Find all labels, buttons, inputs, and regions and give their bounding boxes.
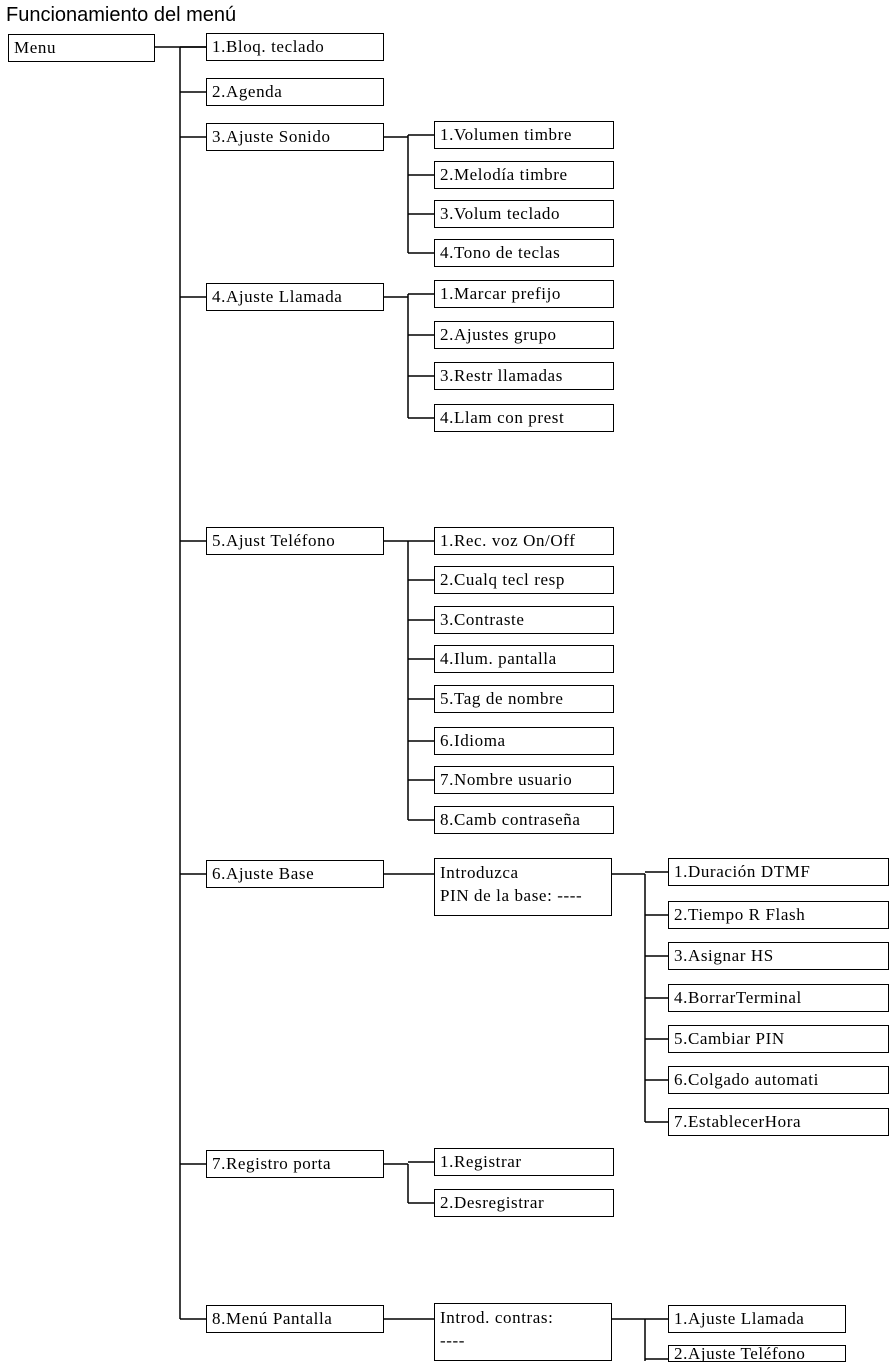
base-submenu-item: 2.Tiempo R Flash bbox=[668, 901, 889, 929]
display-submenu-item: 1.Ajuste Llamada bbox=[668, 1305, 846, 1333]
submenu-item: 4.Ilum. pantalla bbox=[434, 645, 614, 673]
prompt-line: Introd. contras: bbox=[440, 1308, 554, 1327]
menu-item-3: 3.Ajuste Sonido bbox=[206, 123, 384, 151]
base-submenu-item: 6.Colgado automati bbox=[668, 1066, 889, 1094]
submenu-item: 2.Melodía timbre bbox=[434, 161, 614, 189]
prompt-line: Introduzca bbox=[440, 863, 519, 882]
submenu-item: 1.Volumen timbre bbox=[434, 121, 614, 149]
base-submenu-item: 4.BorrarTerminal bbox=[668, 984, 889, 1012]
base-submenu-item: 5.Cambiar PIN bbox=[668, 1025, 889, 1053]
prompt-line: ---- bbox=[440, 1331, 466, 1350]
submenu-item: 3.Contraste bbox=[434, 606, 614, 634]
submenu-item: 7.Nombre usuario bbox=[434, 766, 614, 794]
submenu-item: 3.Volum teclado bbox=[434, 200, 614, 228]
submenu-item: 3.Restr llamadas bbox=[434, 362, 614, 390]
menu-item-8: 8.Menú Pantalla bbox=[206, 1305, 384, 1333]
submenu-item: 8.Camb contraseña bbox=[434, 806, 614, 834]
submenu-item: 6.Idioma bbox=[434, 727, 614, 755]
submenu-item: 1.Marcar prefijo bbox=[434, 280, 614, 308]
diagram-title: Funcionamiento del menú bbox=[6, 4, 237, 26]
prompt-line: PIN de la base: ---- bbox=[440, 886, 583, 905]
menu-item-5: 5.Ajust Teléfono bbox=[206, 527, 384, 555]
password-prompt-box: Introd. contras: ---- bbox=[434, 1303, 612, 1361]
menu-item-1: 1.Bloq. teclado bbox=[206, 33, 384, 61]
submenu-item: 2.Ajustes grupo bbox=[434, 321, 614, 349]
submenu-item: 5.Tag de nombre bbox=[434, 685, 614, 713]
register-submenu-item: 2.Desregistrar bbox=[434, 1189, 614, 1217]
register-submenu-item: 1.Registrar bbox=[434, 1148, 614, 1176]
base-submenu-item: 7.EstablecerHora bbox=[668, 1108, 889, 1136]
root-menu-box: Menu bbox=[8, 34, 155, 62]
menu-item-4: 4.Ajuste Llamada bbox=[206, 283, 384, 311]
base-submenu-item: 3.Asignar HS bbox=[668, 942, 889, 970]
submenu-item: 2.Cualq tecl resp bbox=[434, 566, 614, 594]
display-submenu-item: 2.Ajuste Teléfono bbox=[668, 1345, 846, 1362]
menu-item-7: 7.Registro porta bbox=[206, 1150, 384, 1178]
submenu-item: 4.Tono de teclas bbox=[434, 239, 614, 267]
menu-item-2: 2.Agenda bbox=[206, 78, 384, 106]
menu-item-6: 6.Ajuste Base bbox=[206, 860, 384, 888]
submenu-item: 1.Rec. voz On/Off bbox=[434, 527, 614, 555]
submenu-item: 4.Llam con prest bbox=[434, 404, 614, 432]
base-submenu-item: 1.Duración DTMF bbox=[668, 858, 889, 886]
